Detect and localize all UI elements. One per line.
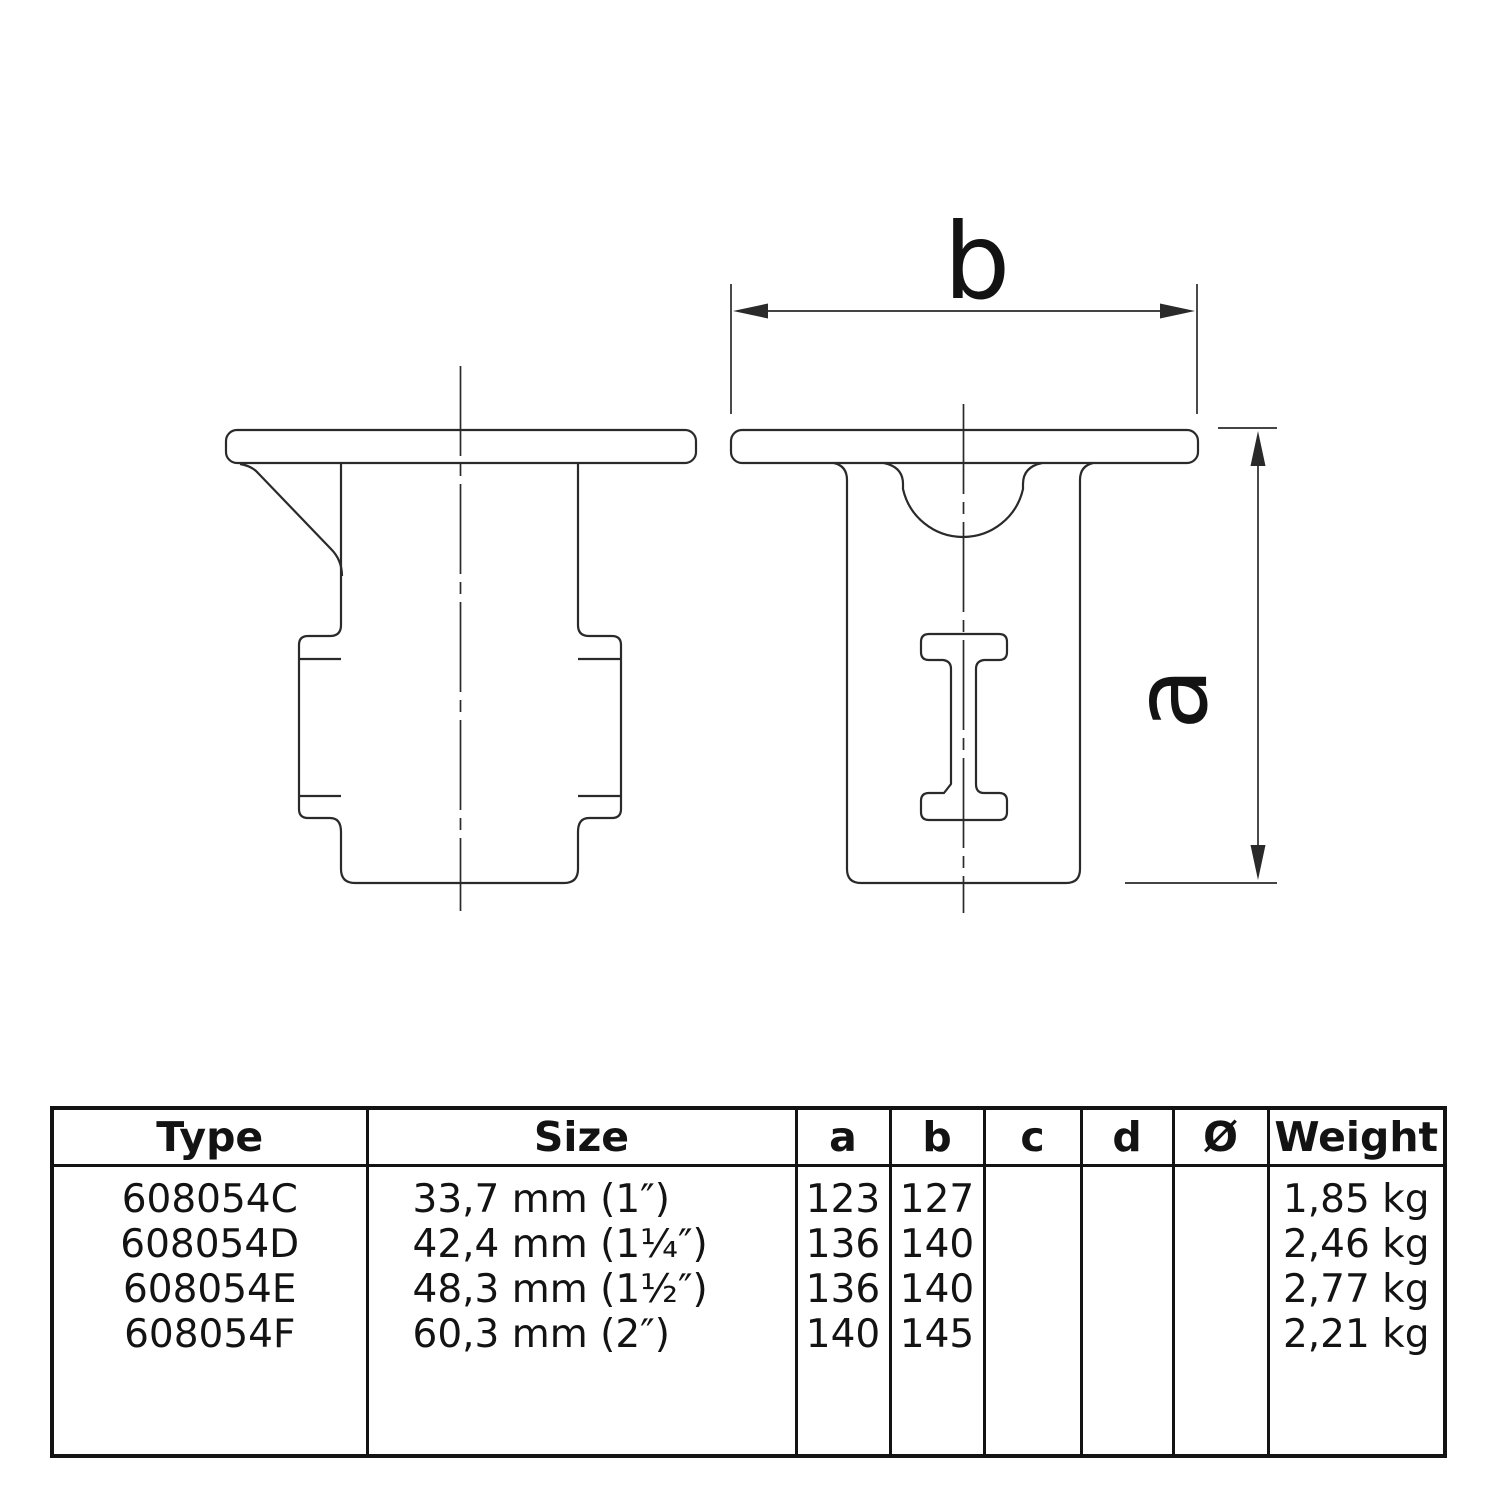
header-weight: Weight xyxy=(1266,1110,1443,1167)
side-view-body-outline xyxy=(297,463,623,885)
cell-d xyxy=(1079,1267,1173,1312)
cell-c xyxy=(982,1267,1081,1312)
cell-diameter xyxy=(1171,1222,1268,1267)
table-row: 608054D 42,4 mm (1¼″) 136 140 2,46 kg xyxy=(54,1222,1443,1267)
cell-weight: 2,46 kg xyxy=(1266,1222,1443,1267)
cell-diameter xyxy=(1171,1312,1268,1357)
cell-weight: 1,85 kg xyxy=(1266,1177,1443,1222)
side-view-flange xyxy=(224,428,698,465)
cell-a: 136 xyxy=(794,1267,890,1312)
table-header-row: Type Size a b c d Ø Weight xyxy=(54,1110,1443,1167)
cell-b: 145 xyxy=(888,1312,984,1357)
header-type: Type xyxy=(54,1110,367,1167)
header-a: a xyxy=(794,1110,890,1167)
cell-type: 608054D xyxy=(120,1222,300,1267)
side-view-gusset-line xyxy=(239,462,344,577)
table-row: 608054E 48,3 mm (1½″) 136 140 2,77 kg xyxy=(54,1267,1443,1312)
cell-c xyxy=(982,1177,1081,1222)
header-c: c xyxy=(982,1110,1081,1167)
dimension-b xyxy=(730,284,1198,414)
dimension-a xyxy=(1125,427,1277,884)
header-b: b xyxy=(888,1110,984,1167)
cell-d xyxy=(1079,1222,1173,1267)
cell-type: 608054F xyxy=(124,1312,296,1357)
front-view xyxy=(729,404,1200,913)
header-diameter: Ø xyxy=(1171,1110,1268,1167)
cell-a: 136 xyxy=(794,1222,890,1267)
spacer-row xyxy=(54,1165,1443,1177)
dim-a-label: a xyxy=(1112,667,1231,730)
cell-c xyxy=(982,1312,1081,1357)
cell-a: 140 xyxy=(794,1312,890,1357)
side-view xyxy=(224,366,698,911)
front-view-flange xyxy=(729,428,1200,465)
cell-weight: 2,21 kg xyxy=(1266,1312,1443,1357)
cell-size: 48,3 mm (1½″) xyxy=(365,1267,796,1312)
cell-a: 123 xyxy=(794,1177,890,1222)
cell-size: 33,7 mm (1″) xyxy=(365,1177,796,1222)
spec-table: Type Size a b c d Ø Weight 608054C 33,7 … xyxy=(50,1106,1447,1458)
cell-size: 60,3 mm (2″) xyxy=(365,1312,796,1357)
cell-c xyxy=(982,1222,1081,1267)
cell-b: 140 xyxy=(888,1267,984,1312)
dim-b-arrow-right xyxy=(1160,303,1195,319)
cell-d xyxy=(1079,1177,1173,1222)
dim-b-arrow-left xyxy=(733,303,768,319)
cell-type: 608054E xyxy=(122,1267,297,1312)
dim-a-arrow-down xyxy=(1250,845,1266,880)
header-d: d xyxy=(1079,1110,1173,1167)
cell-d xyxy=(1079,1312,1173,1357)
front-view-ibeam-slot xyxy=(919,632,1009,822)
cell-weight: 2,77 kg xyxy=(1266,1267,1443,1312)
front-view-body-outline xyxy=(833,461,1094,885)
fitting-drawing: b a xyxy=(224,201,1277,913)
cell-b: 127 xyxy=(888,1177,984,1222)
front-view-saddle-cutout xyxy=(883,461,1043,539)
filler-row xyxy=(54,1357,1443,1454)
dim-b-label: b xyxy=(944,201,1011,323)
cell-b: 140 xyxy=(888,1222,984,1267)
cell-size: 42,4 mm (1¼″) xyxy=(365,1222,796,1267)
dim-a-arrow-up xyxy=(1250,431,1266,466)
cell-type: 608054C xyxy=(121,1177,298,1222)
cell-diameter xyxy=(1171,1177,1268,1222)
table-row: 608054C 33,7 mm (1″) 123 127 1,85 kg xyxy=(54,1177,1443,1222)
cell-diameter xyxy=(1171,1267,1268,1312)
table-row: 608054F 60,3 mm (2″) 140 145 2,21 kg xyxy=(54,1312,1443,1357)
header-size: Size xyxy=(365,1110,796,1167)
